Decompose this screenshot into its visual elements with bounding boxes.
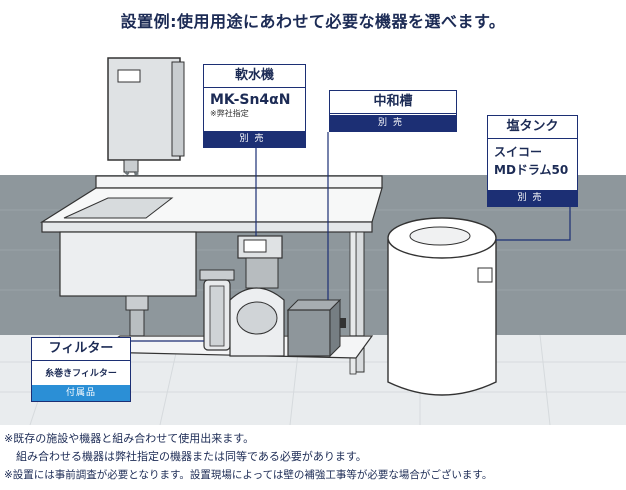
salt-tank-drum [387,217,497,396]
softener-note: ※弊社指定 [210,109,249,118]
footnote-3: ※設置には事前調査が必要となります。設置現場によっては壁の補強工事等が必要な場合… [4,469,493,481]
salt-tank-footer: 別売 [488,190,577,206]
filter-title: フィルター [32,338,130,361]
filter-model: 糸巻きフィルター [45,369,117,379]
page-heading: 設置例:使用用途にあわせて必要な機器を選べます。 [120,12,506,31]
filter-housing [199,269,235,351]
footnote-1: ※既存の施設や機器と組み合わせて使用出来ます。 [4,432,255,445]
neutralizer-unit [286,298,346,358]
softener-title: 軟水機 [204,65,305,88]
softener-model: MK-Sn4αN [210,92,291,108]
softener-unit [229,235,285,357]
neutralizer-footer: 別売 [330,115,456,131]
salt-tank-title: 塩タンク [488,116,577,139]
softener-footer: 別売 [204,131,305,147]
wall-controller-box [107,57,185,173]
neutralizer-title: 中和槽 [330,91,456,114]
salt-tank-line2: MDドラム50 [494,163,569,177]
salt-tank-line1: スイコー [494,145,543,159]
leader-lines [130,132,571,342]
footnote-2: 組み合わせる機器は弊社指定の機器または同等である必要があります。 [16,450,367,463]
footnotes: ※既存の施設や機器と組み合わせて使用出来ます。 組み合わせる機器は弊社指定の機器… [4,430,624,484]
filter-footer: 付属品 [32,385,130,401]
neutralizer-callout: 中和槽 別売 [329,90,457,132]
salt-tank-callout: 塩タンク スイコー MDドラム50 別売 [487,115,578,207]
softener-callout: 軟水機 MK-Sn4αN ※弊社指定 別売 [203,64,306,148]
filter-callout: フィルター 糸巻きフィルター 付属品 [31,337,131,402]
